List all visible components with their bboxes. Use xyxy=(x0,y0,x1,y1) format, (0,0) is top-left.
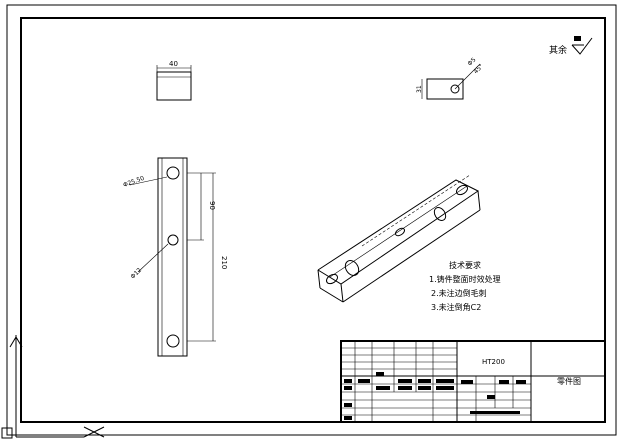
dim-pitch: 90 xyxy=(208,201,216,210)
outer-border xyxy=(6,4,617,436)
title-block: HT200 零件图 xyxy=(340,340,606,423)
dim-top-width: 40 xyxy=(169,60,178,68)
dim-side-height: 31 xyxy=(416,85,423,93)
notes-heading: 技术要求 xyxy=(449,260,481,270)
material-label: HT200 xyxy=(482,358,505,366)
side-view: Φ5 45° 31 xyxy=(416,56,485,100)
part-name: 零件图 xyxy=(557,376,581,386)
front-view: Φ25.50 Φ12 90 210 xyxy=(122,157,228,357)
finish-label: 其余 xyxy=(549,44,567,56)
dim-side-hole: Φ5 xyxy=(466,56,477,67)
top-view: 40 xyxy=(156,60,192,101)
note-1: 1.铸件整面时效处理 xyxy=(429,274,501,284)
isometric-view xyxy=(317,174,481,303)
inner-border xyxy=(20,17,606,423)
dim-overall: 210 xyxy=(220,256,228,269)
note-3: 3.未注倒角C2 xyxy=(431,302,481,312)
ucs-icon xyxy=(1,335,105,439)
dim-side-angle: 45° xyxy=(472,63,484,75)
dim-hole-top: Φ25.50 xyxy=(122,175,145,189)
surface-finish-symbol: 其余 xyxy=(549,36,593,56)
note-2: 2.未注边倒毛刺 xyxy=(431,288,487,298)
technical-notes: 技术要求 1.铸件整面时效处理 2.未注边倒毛刺 3.未注倒角C2 xyxy=(429,260,501,312)
